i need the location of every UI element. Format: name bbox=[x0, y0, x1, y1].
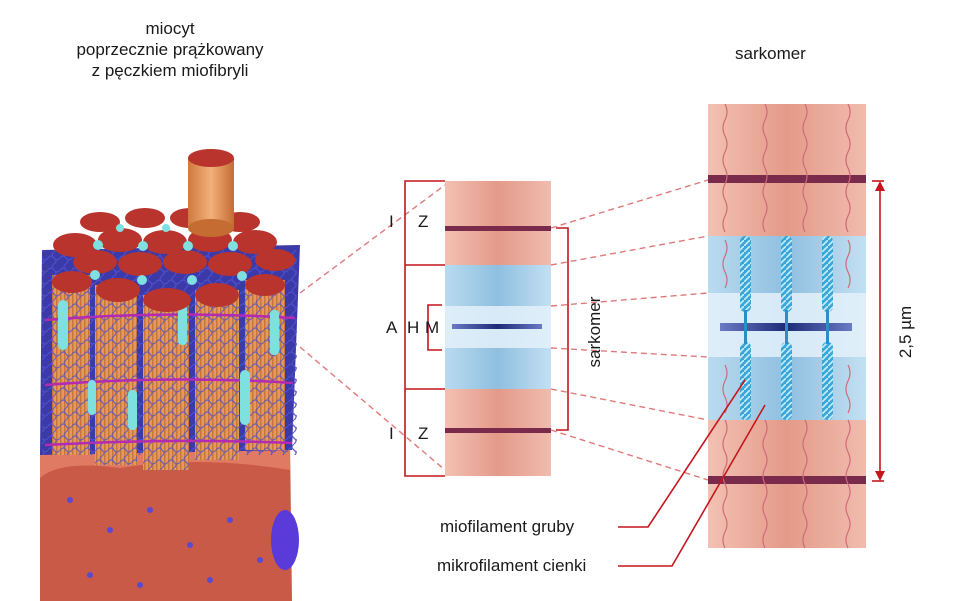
m-line bbox=[452, 324, 542, 329]
thin-filaments bbox=[722, 103, 851, 549]
label-h: H bbox=[407, 318, 420, 337]
legend-thin-filament: mikrofilament cienki bbox=[437, 556, 587, 575]
sarcolemma-dots bbox=[67, 497, 263, 588]
band-brackets bbox=[404, 180, 445, 477]
label-i-bottom: I bbox=[389, 424, 394, 443]
connector-lines-left bbox=[299, 184, 446, 471]
thick-filaments bbox=[740, 236, 833, 420]
sarcolemma-sleeve bbox=[40, 432, 292, 601]
z-line-bottom-detail bbox=[708, 476, 866, 484]
length-label: 2,5 µm bbox=[896, 305, 915, 359]
protruding-myofibril bbox=[188, 149, 234, 237]
label-sarcomere-vertical: sarkomer bbox=[585, 296, 604, 368]
z-line-top-detail bbox=[708, 175, 866, 183]
nucleus bbox=[271, 510, 299, 570]
i-band-top-detail bbox=[708, 104, 866, 236]
label-z-top: Z bbox=[418, 212, 429, 231]
myocyte-title-line2: poprzecznie prążkowany bbox=[76, 40, 264, 59]
connector-lines-right bbox=[550, 179, 709, 481]
label-i-top: I bbox=[389, 212, 394, 231]
label-a: A bbox=[386, 318, 398, 337]
myofibril-segment bbox=[445, 181, 551, 476]
label-m: M bbox=[425, 318, 440, 337]
sarcomere-title: sarkomer bbox=[735, 44, 806, 63]
myocyte-title-line3: z pęczkiem miofibryli bbox=[91, 61, 249, 80]
sarcomere-detail bbox=[708, 103, 866, 549]
cap-tubules bbox=[90, 224, 247, 285]
myocyte-illustration bbox=[40, 149, 300, 601]
legend-thick-filament: miofilament gruby bbox=[440, 517, 575, 536]
sarcomere-bracket bbox=[556, 227, 569, 431]
myocyte-title-line1: miocyt bbox=[145, 19, 195, 38]
z-line-top bbox=[445, 226, 551, 231]
myofibril-columns bbox=[52, 275, 285, 470]
sarcoplasmic-reticulum bbox=[58, 300, 279, 430]
myocyte-title: miocyt poprzecznie prążkowany z pęczkiem… bbox=[20, 18, 320, 81]
length-arrow bbox=[872, 180, 885, 482]
label-z-bottom: Z bbox=[418, 424, 429, 443]
i-band-top bbox=[445, 181, 551, 265]
legend-leaders bbox=[618, 379, 766, 567]
z-line-bottom bbox=[445, 428, 551, 433]
striation-lines bbox=[44, 313, 296, 447]
